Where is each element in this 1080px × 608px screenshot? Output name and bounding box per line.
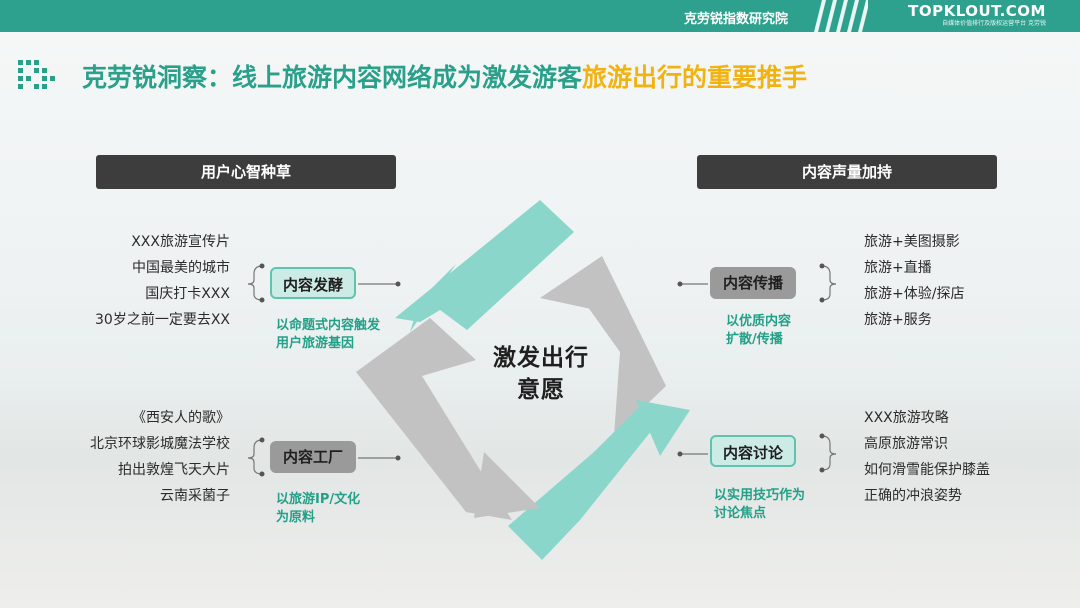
title-main: 克劳锐洞察：线上旅游内容网络成为激发游客: [82, 63, 583, 92]
list-item: 正确的冲浪姿势: [864, 488, 962, 504]
arrow-top-left: [395, 200, 574, 330]
list-item: 如何滑雪能保护膝盖: [864, 462, 990, 478]
left-bottom-note: 以旅游IP/文化 为原料: [276, 491, 360, 527]
pill-content-spread: 内容传播: [710, 267, 796, 299]
page-title: 克劳锐洞察：线上旅游内容网络成为激发游客旅游出行的重要推手: [82, 58, 807, 94]
brand-name: TOPKLOUT.COM: [908, 2, 1046, 20]
list-item: 云南采菌子: [160, 488, 230, 504]
arrow-bottom-left: [356, 318, 512, 520]
note-line: 以优质内容: [726, 314, 792, 329]
list-item: 30岁之前一定要去XX: [95, 312, 230, 328]
pill-content-ferment: 内容发酵: [270, 267, 356, 299]
title-highlight: 旅游出行的重要推手: [582, 63, 808, 92]
list-item: 旅游+服务: [864, 312, 932, 328]
list-item: 高原旅游常识: [864, 436, 948, 452]
note-line: 以命题式内容触发: [276, 318, 381, 333]
right-top-connector: [680, 265, 837, 301]
list-item: XXX旅游宣传片: [131, 234, 230, 250]
note-line: 用户旅游基因: [276, 336, 355, 351]
top-bar: 克劳锐指数研究院 TOPKLOUT.COM 自媒体价值排行及版权运营平台 克劳锐: [0, 0, 1080, 32]
note-line: 以实用技巧作为: [714, 488, 806, 503]
list-item: 拍出敦煌飞天大片: [118, 462, 230, 478]
list-item: 北京环球影城魔法学校: [90, 436, 230, 452]
stripes-decoration-icon: [814, 0, 868, 32]
right-bottom-note: 以实用技巧作为 讨论焦点: [714, 487, 805, 523]
list-item: 旅游+体验/探店: [864, 286, 965, 302]
arrow-head-top-left: [410, 264, 456, 332]
org-title: 克劳锐指数研究院: [683, 12, 788, 27]
left-bottom-connector: [247, 439, 398, 475]
pill-content-discussion: 内容讨论: [710, 435, 796, 467]
dot-grid-logo-icon: [18, 60, 55, 89]
pill-content-factory: 内容工厂: [270, 441, 356, 473]
arrow-bottom-right: [508, 404, 668, 560]
list-item: XXX旅游攻略: [864, 410, 949, 426]
list-item: 旅游+直播: [864, 260, 932, 276]
list-item: 国庆打卡XXX: [145, 286, 230, 302]
note-line: 为原料: [276, 510, 316, 525]
arrow-head-top-right: [540, 256, 602, 310]
right-bottom-connector: [680, 435, 837, 471]
list-item: 《西安人的歌》: [132, 410, 230, 426]
left-section-header: 用户心智种草: [96, 155, 396, 189]
list-item: 中国最美的城市: [132, 260, 230, 276]
brand-logo: TOPKLOUT.COM 自媒体价值排行及版权运营平台 克劳锐: [908, 3, 1046, 28]
right-section-header: 内容声量加持: [697, 155, 997, 189]
left-top-connector: [247, 265, 398, 301]
center-line-1: 激发出行: [493, 345, 589, 371]
arrow-head-bottom-right: [636, 400, 690, 456]
right-top-list: 旅游+美图摄影 旅游+直播 旅游+体验/探店 旅游+服务: [864, 229, 1044, 333]
right-top-note: 以优质内容 扩散/传播: [726, 313, 791, 349]
left-top-list: XXX旅游宣传片 中国最美的城市 国庆打卡XXX 30岁之前一定要去XX: [40, 229, 230, 333]
arrow-head-bottom-left: [474, 452, 540, 518]
brand-subtitle: 自媒体价值排行及版权运营平台 克劳锐: [942, 20, 1046, 27]
arrow-top-right: [580, 256, 666, 436]
center-label: 激发出行 意愿: [478, 342, 604, 406]
left-top-note: 以命题式内容触发 用户旅游基因: [276, 317, 380, 353]
list-item: 旅游+美图摄影: [864, 234, 960, 250]
center-line-2: 意愿: [517, 377, 565, 403]
left-bottom-list: 《西安人的歌》 北京环球影城魔法学校 拍出敦煌飞天大片 云南采菌子: [40, 405, 230, 509]
note-line: 扩散/传播: [726, 332, 783, 347]
note-line: 讨论焦点: [714, 506, 767, 521]
right-bottom-list: XXX旅游攻略 高原旅游常识 如何滑雪能保护膝盖 正确的冲浪姿势: [864, 405, 1054, 509]
note-line: 以旅游IP/文化: [276, 492, 361, 507]
